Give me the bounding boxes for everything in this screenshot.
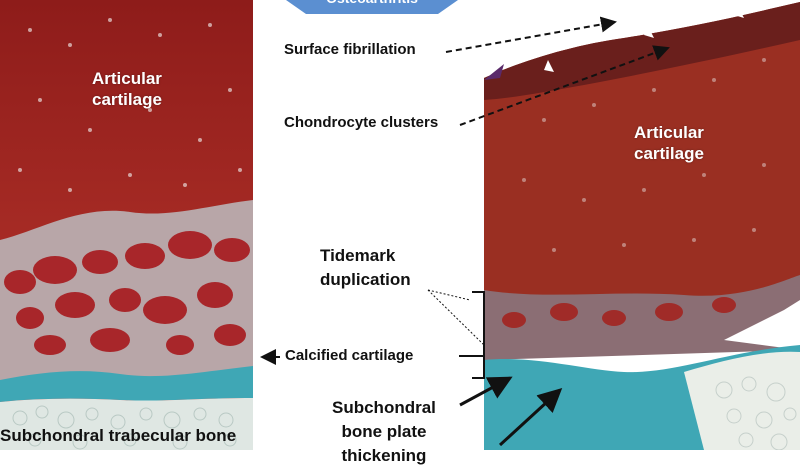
top-banner: Osteoarthritis	[286, 0, 458, 14]
tidemark-pointer-2	[427, 289, 485, 346]
subchondral-plate-arrow-1	[459, 376, 513, 407]
chondrocyte-clusters-arrow	[459, 45, 670, 126]
banner-arrow-shape	[286, 0, 458, 14]
left-histology-panel: Articular cartilage	[0, 0, 253, 450]
left-histology-image	[0, 0, 253, 450]
surface-fibrillation-arrow	[445, 16, 617, 53]
tidemark-duplication-label: Tidemark duplication	[320, 246, 411, 289]
right-histology-panel: Articular cartilage	[484, 0, 800, 450]
subchondral-trabecular-bone-label: Subchondral trabecular bone	[0, 426, 237, 445]
annotation-arrows	[260, 16, 670, 447]
chondrocyte-clusters-label: Chondrocyte clusters	[284, 114, 439, 131]
tidemark-pointer-1	[427, 289, 471, 301]
subchondral-plate-arrow-2	[498, 387, 563, 447]
tidemark-bracket	[472, 291, 485, 379]
right-histology-image	[484, 0, 800, 450]
left-articular-cartilage-label: Articular cartilage	[92, 69, 162, 109]
top-banner-text: Osteoarthritis	[286, 0, 458, 8]
calcified-cartilage-label: Calcified cartilage	[285, 347, 414, 364]
right-articular-cartilage-label: Articular cartilage	[634, 123, 704, 163]
surface-fibrillation-label: Surface fibrillation	[284, 41, 416, 58]
